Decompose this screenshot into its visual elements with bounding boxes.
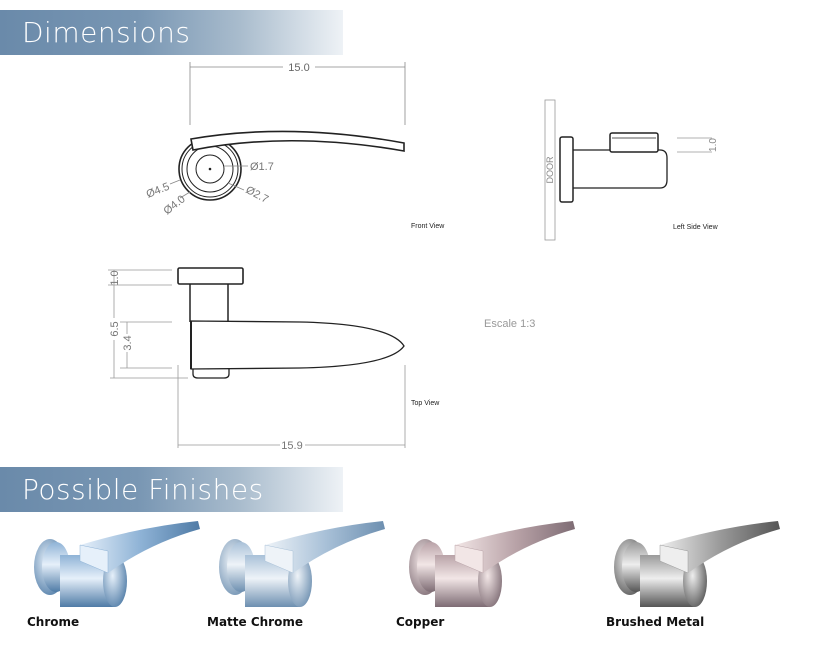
door-label: DOOR — [545, 156, 555, 184]
top-depth-dim: 6.5 — [109, 321, 121, 336]
diameter-1-7: Ø1.7 — [250, 161, 274, 173]
top-view: 1.0 6.5 3.4 15.9 Top View — [108, 267, 440, 452]
dimensions-banner: Dimensions — [0, 10, 343, 55]
finishes-banner: Possible Finishes — [0, 467, 343, 512]
finish-image-matte-chrome — [205, 515, 400, 615]
top-length-dim: 15.9 — [281, 440, 302, 452]
diameter-4-0: Ø4.0 — [161, 193, 187, 217]
side-thickness-dim: 1.0 — [708, 138, 719, 152]
finish-label: Copper — [396, 615, 445, 629]
top-width-dim: 3.4 — [122, 335, 134, 350]
technical-drawing: 15.0 Ø1.7 Ø2.7 Ø4.5 Ø4.0 Front View DOOR — [108, 62, 719, 452]
finish-label: Matte Chrome — [207, 615, 303, 629]
finish-image-chrome — [20, 515, 215, 615]
finish-image-copper — [395, 515, 590, 615]
left-side-view-label: Left Side View — [673, 224, 719, 231]
finishes-title: Possible Finishes — [22, 473, 264, 506]
finish-label: Brushed Metal — [606, 615, 705, 629]
diameter-4-5: Ø4.5 — [145, 181, 172, 201]
finish-label: Chrome — [27, 615, 80, 629]
dimensions-title: Dimensions — [22, 16, 191, 49]
top-rosette-dim: 1.0 — [109, 270, 121, 285]
top-view-label: Top View — [411, 400, 440, 407]
front-view-label: Front View — [411, 223, 445, 230]
left-side-view: DOOR 1.0 Left Side View — [544, 99, 719, 241]
front-length-dim: 15.0 — [288, 62, 309, 74]
diameter-2-7: Ø2.7 — [244, 184, 271, 206]
front-view: 15.0 Ø1.7 Ø2.7 Ø4.5 Ø4.0 Front View — [145, 62, 445, 230]
scale-label: Escale 1:3 — [484, 318, 535, 330]
finish-image-brushed-metal — [600, 515, 795, 615]
